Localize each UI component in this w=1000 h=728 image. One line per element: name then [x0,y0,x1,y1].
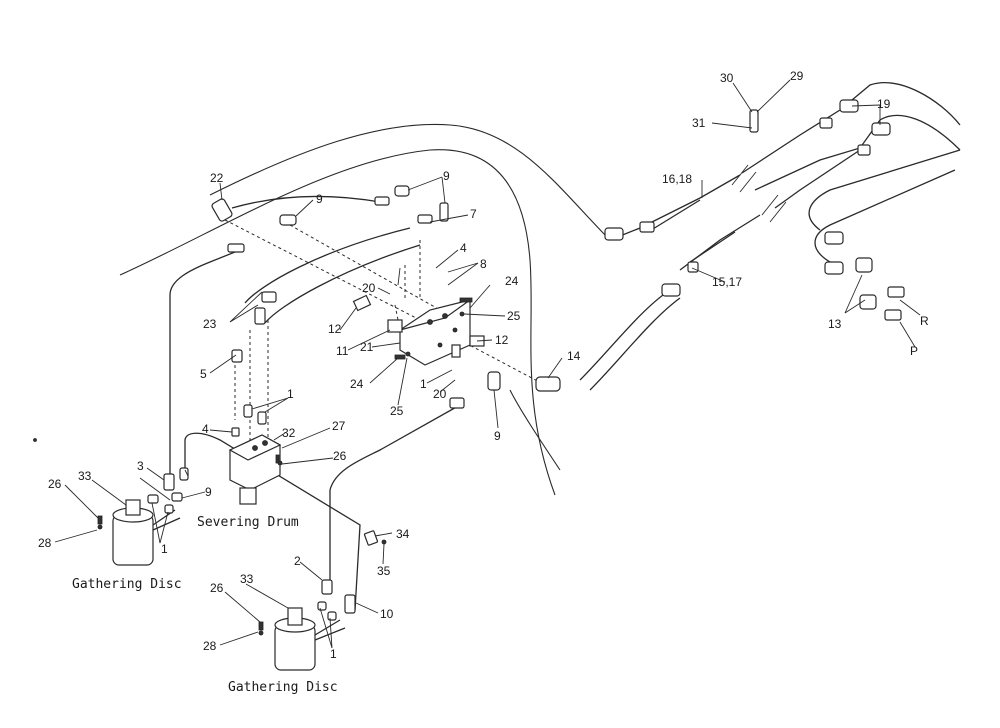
frame-outline [119,123,611,496]
callout-29: 29 [790,69,804,83]
component-captions: Severing Drum Gathering Disc Gathering D… [72,515,338,695]
callout-32: 32 [282,426,296,440]
callout-14: 14 [567,349,581,363]
callout-9: 9 [494,429,501,443]
connection-centerlines [224,219,546,440]
callout-28: 28 [203,639,217,653]
callout-labels: 22 9 9 7 4 8 24 25 12 20 12 11 21 23 5 2… [38,69,929,661]
callout-28: 28 [38,536,52,550]
callout-22: 22 [210,171,224,185]
callout-12: 12 [328,322,342,336]
callout-5: 5 [200,367,207,381]
callout-1: 1 [330,647,337,661]
callout-1: 1 [420,377,427,391]
callout-20: 20 [433,387,447,401]
callout-26: 26 [333,449,347,463]
callout-24: 24 [350,377,364,391]
callout-R: R [920,314,929,328]
callout-9: 9 [316,192,323,206]
supply-hoses [579,82,961,391]
left-hoses [169,195,461,611]
callout-11: 11 [336,344,349,358]
hose-fittings [33,99,905,636]
callout-21: 21 [360,340,374,354]
callout-9: 9 [443,169,450,183]
callout-2: 2 [294,554,301,568]
callout-27: 27 [332,419,346,433]
callout-leaders [54,79,921,649]
callout-33: 33 [240,572,254,586]
callout-25: 25 [390,404,404,418]
gathering-disc-motor-2 [258,607,346,671]
gathering-disc-motor-1 [97,499,181,566]
callout-16-18: 16,18 [662,172,692,186]
callout-9: 9 [205,485,212,499]
callout-30: 30 [720,71,734,85]
severing-drum-motor [228,434,282,505]
callout-26: 26 [48,477,62,491]
callout-12: 12 [495,333,509,347]
callout-34: 34 [396,527,410,541]
severing-drum-caption: Severing Drum [197,515,299,530]
callout-24: 24 [505,274,519,288]
callout-4: 4 [460,241,467,255]
gathering-disc-caption-1: Gathering Disc [72,577,182,592]
callout-23: 23 [203,317,217,331]
callout-10: 10 [380,607,394,621]
control-valve-block [352,294,485,366]
callout-1: 1 [287,387,294,401]
callout-1: 1 [161,542,168,556]
callout-13: 13 [828,317,842,331]
callout-35: 35 [377,564,391,578]
callout-P: P [910,344,918,358]
callout-7: 7 [470,207,477,221]
callout-3: 3 [137,459,144,473]
gathering-disc-caption-2: Gathering Disc [228,680,338,695]
callout-8: 8 [480,257,487,271]
callout-19: 19 [877,97,891,111]
callout-25: 25 [507,309,521,323]
callout-26: 26 [210,581,224,595]
callout-31: 31 [692,116,706,130]
callout-4: 4 [202,422,209,436]
callout-20: 20 [362,281,376,295]
callout-33: 33 [78,469,92,483]
callout-15-17: 15,17 [712,275,742,289]
